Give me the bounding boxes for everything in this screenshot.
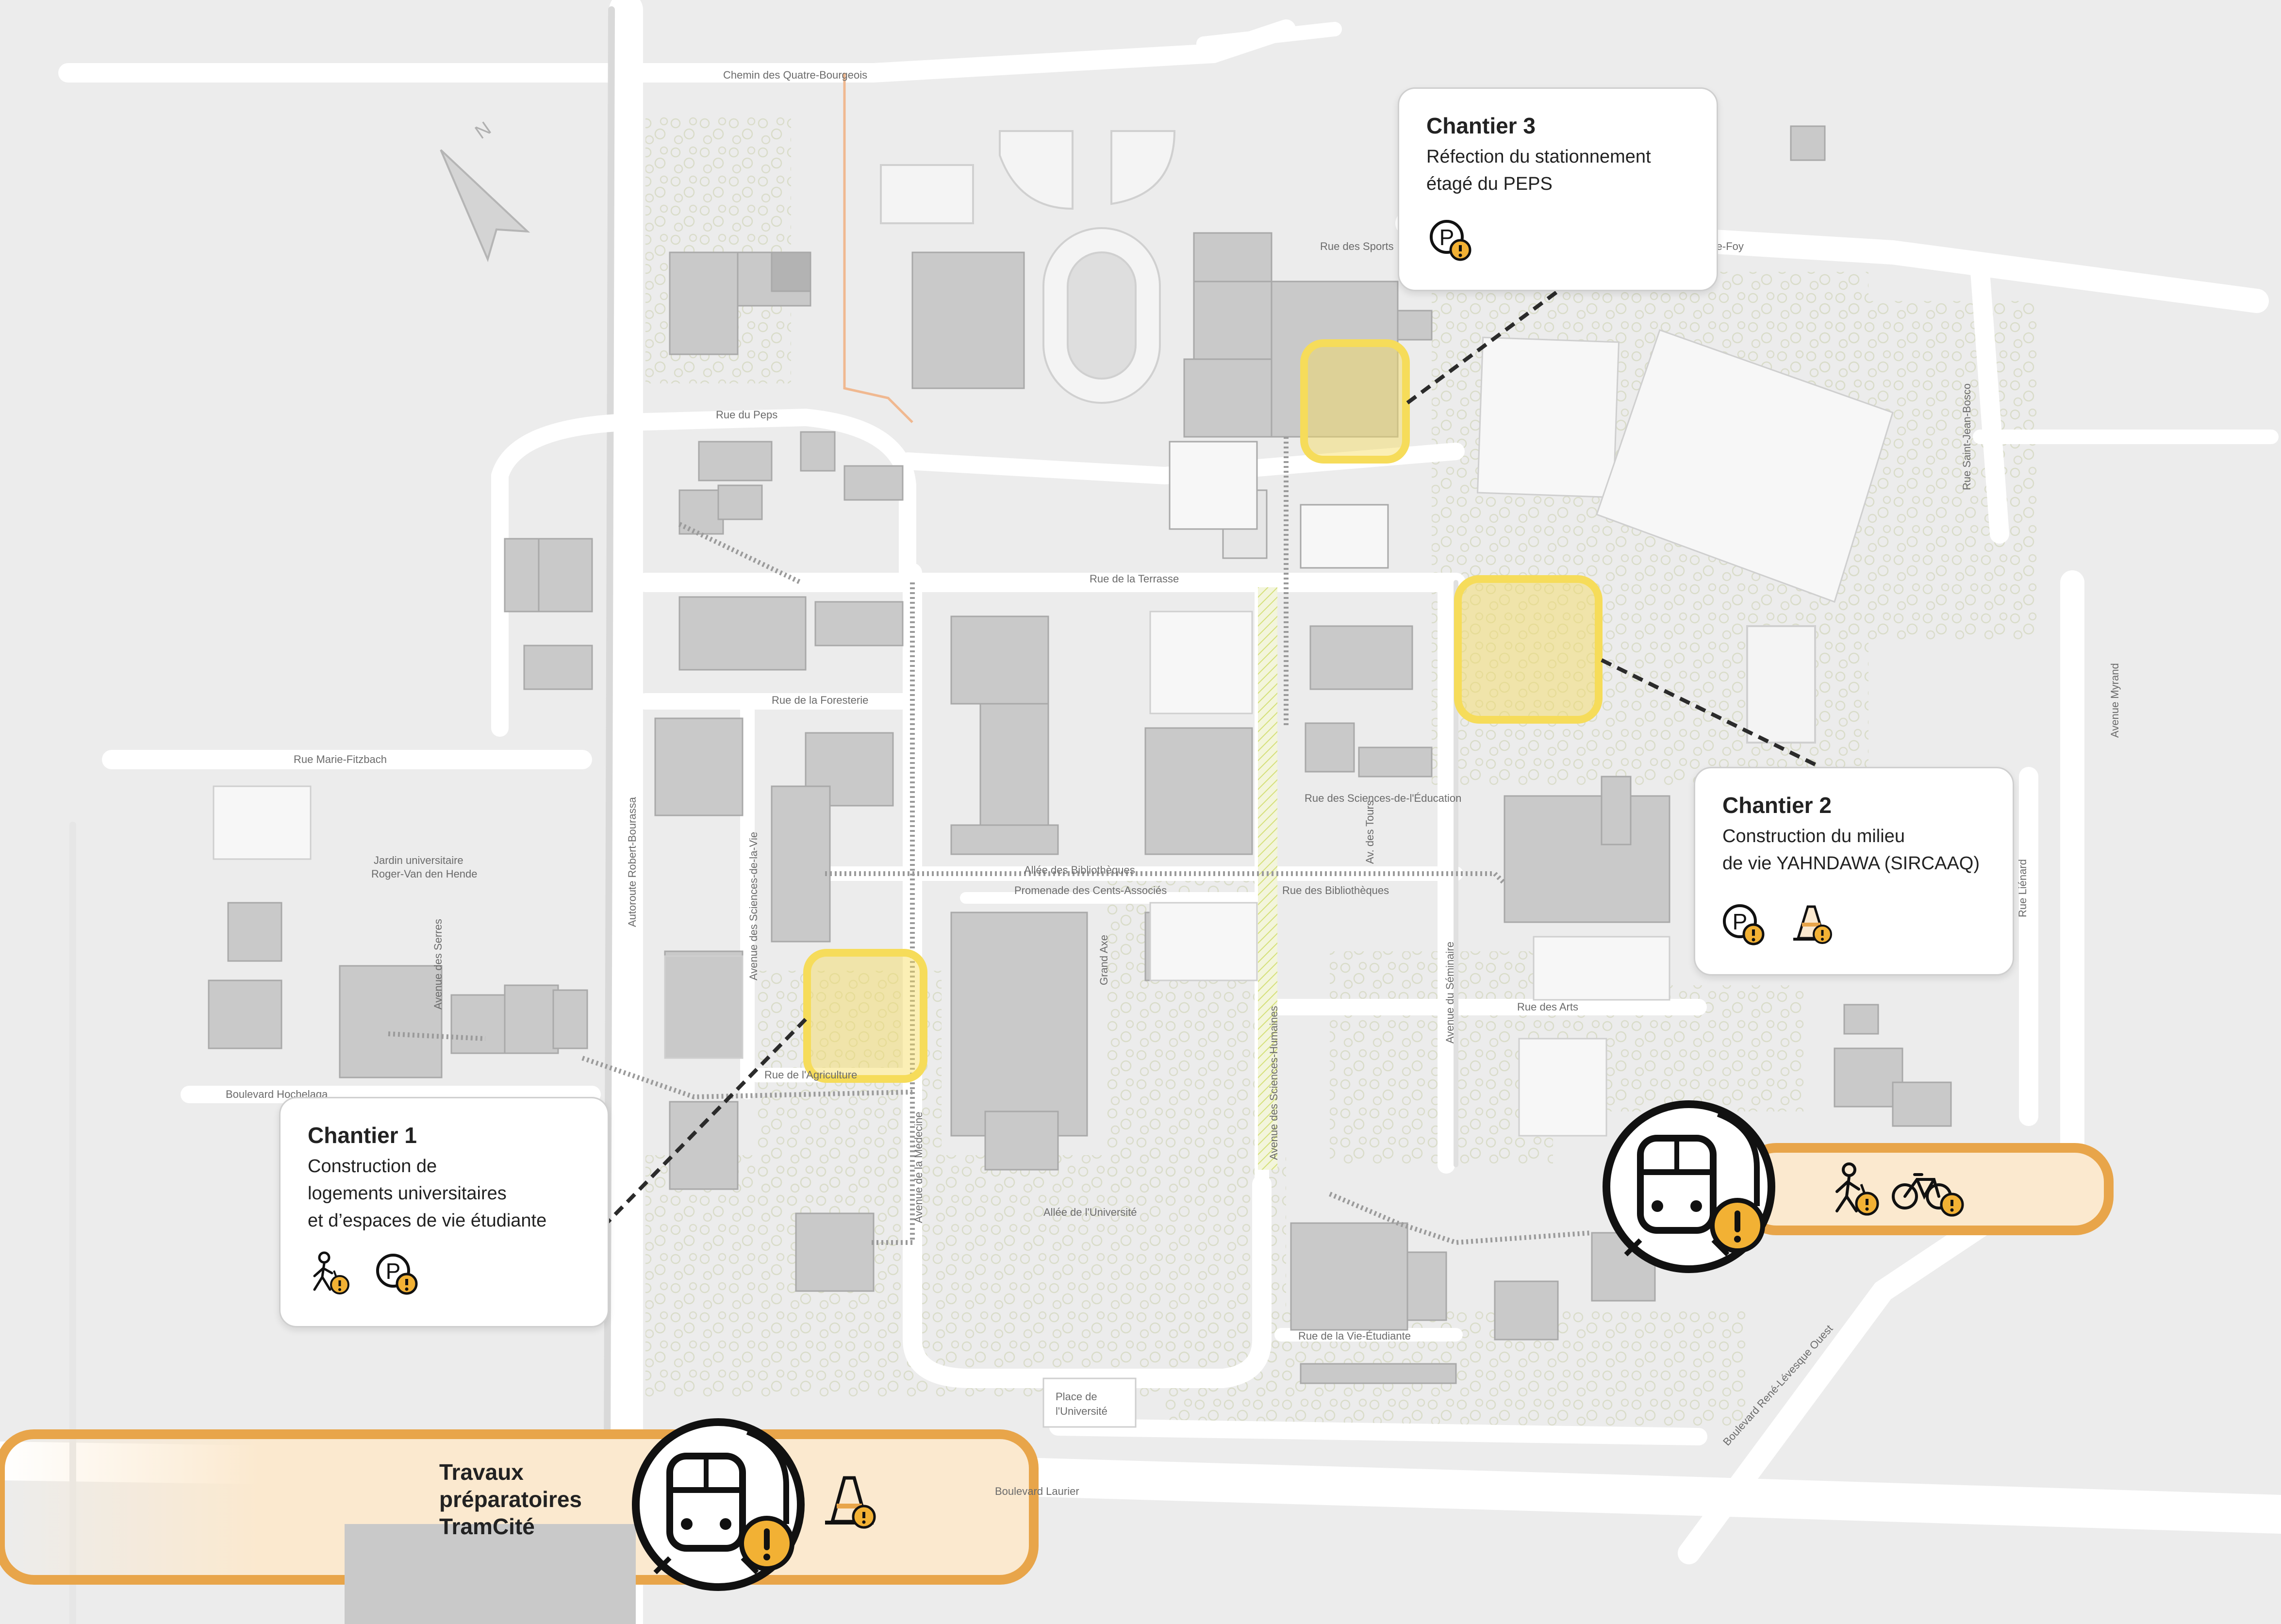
tramcite-line-1: Travaux [439, 1459, 524, 1485]
label-jardin-2: Roger-Van den Hende [371, 868, 478, 880]
chantier-1-title: Chantier 1 [308, 1123, 417, 1148]
parking-warning-icon: P [1719, 899, 1768, 948]
pedestrian-warning-icon [1835, 1162, 1879, 1216]
chantier-1-card[interactable]: Chantier 1 Construction de logements uni… [279, 1097, 609, 1327]
grand-axe-hatch [1258, 587, 1277, 1170]
street-laurier: Boulevard Laurier [995, 1485, 1079, 1497]
bicycle-warning-icon [1892, 1173, 1964, 1217]
street-labels: Chemin des Quatre-Bourgeois Rue du Peps … [226, 69, 2121, 1497]
parking-warning-icon: P [1426, 215, 1475, 264]
traffic-cone-warning-icon [825, 1476, 876, 1529]
street-agriculture: Rue de l'Agriculture [764, 1069, 857, 1081]
street-bibliotheques: Rue des Bibliothèques [1282, 884, 1389, 896]
chantier-1-desc-3: et d’espaces de vie étudiante [308, 1210, 547, 1231]
street-lienard: Rue Liénard [2017, 859, 2029, 917]
chantier-1-desc-2: logements universitaires [308, 1183, 507, 1204]
street-autoroute: Autoroute Robert-Bourassa [626, 796, 638, 927]
street-sciences-education: Rue des Sciences-de-l'Éducation [1305, 792, 1461, 804]
chantier-2-desc-1: Construction du milieu [1722, 826, 1905, 846]
chantier-2-card[interactable]: Chantier 2 Construction du milieu de vie… [1694, 767, 2014, 976]
street-peps: Rue du Peps [716, 409, 777, 421]
tramcite-line-2: préparatoires [439, 1487, 582, 1512]
tram-zone-stub [345, 1524, 636, 1624]
tramcite-line-3: TramCité [439, 1514, 535, 1539]
buildings [208, 125, 1952, 1384]
street-seminaire: Avenue du Séminaire [1444, 942, 1456, 1044]
chantier-1-desc-1: Construction de [308, 1156, 437, 1177]
pedestrian-warning-icon [305, 1249, 353, 1297]
street-vie-etudiante: Rue de la Vie-Étudiante [1298, 1330, 1411, 1342]
street-sciences-humaines: Avenue des Sciences-Humaines [1268, 1006, 1280, 1160]
label-grand-axe: Grand Axe [1098, 935, 1110, 985]
street-sports: Rue des Sports [1320, 240, 1394, 252]
street-medecine: Avenue de la Médecine [912, 1111, 925, 1223]
chantier-3-card[interactable]: Chantier 3 Réfection du stationnement ét… [1398, 87, 1718, 291]
chantier-3-desc-2: étagé du PEPS [1426, 174, 1553, 194]
street-foresterie: Rue de la Foresterie [772, 694, 868, 706]
chantier-3-title: Chantier 3 [1426, 113, 1536, 138]
promenade-cents-associes: Promenade des Cents-Associés [1014, 884, 1167, 896]
street-arts: Rue des Arts [1517, 1001, 1578, 1013]
light-buildings [213, 329, 1894, 1137]
parking-warning-icon: P [373, 1249, 421, 1297]
chantier-2-title: Chantier 2 [1722, 793, 1832, 818]
street-serres: Avenue des Serres [432, 919, 444, 1010]
place-universite-box [1042, 1377, 1137, 1428]
street-quatre-bourgeois: Chemin des Quatre-Bourgeois [723, 69, 867, 81]
street-sciences-vie: Avenue des Sciences-de-la-Vie [747, 832, 760, 980]
orange-path [843, 73, 913, 423]
street-myrand: Avenue Myrand [2109, 663, 2121, 738]
chantier-highlights [803, 339, 1603, 1083]
place-universite-line2: l'Université [1056, 1405, 1107, 1417]
street-saint-jean-bosco: Rue Saint-Jean-Bosco [1961, 383, 1973, 490]
pedestrian-paths [388, 437, 1592, 1245]
tramcite-label: Travaux préparatoires TramCité [439, 1458, 582, 1540]
sports-fields [880, 130, 1816, 744]
chantier-3-desc-1: Réfection du stationnement [1426, 147, 1651, 167]
leader-lines [605, 289, 1821, 1225]
allee-universite: Allée de l'Université [1043, 1206, 1137, 1218]
street-terrasse: Rue de la Terrasse [1090, 573, 1179, 585]
allee-bibliotheques: Allée des Bibliothèques [1024, 864, 1135, 876]
tram-warning-icon [632, 1418, 805, 1591]
chantier-2-desc-2: de vie YAHNDAWA (SIRCAAQ) [1722, 853, 1980, 874]
tram-warning-icon [1603, 1100, 1775, 1273]
street-marie-fitzbach: Rue Marie-Fitzbach [294, 753, 387, 765]
tram-zone-east [1737, 1143, 2114, 1235]
traffic-cone-warning-icon [1787, 899, 1836, 948]
label-jardin: Jardin universitaire [374, 854, 463, 866]
place-universite-line1: Place de [1056, 1391, 1097, 1403]
street-av-tours: Av. des Tours [1364, 800, 1376, 864]
